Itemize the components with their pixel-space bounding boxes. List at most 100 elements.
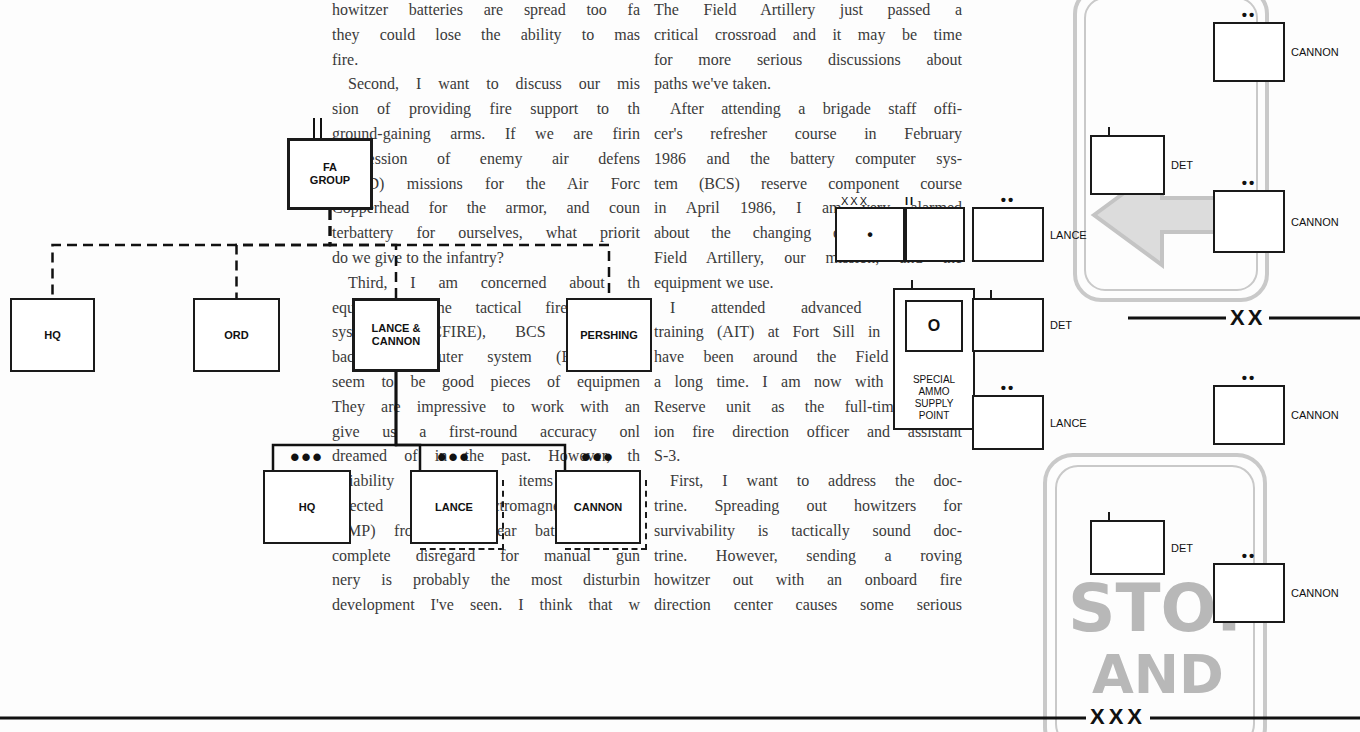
corps-boundary bbox=[0, 717, 1360, 720]
article-text: howitzer out with an onboard fire bbox=[654, 570, 962, 590]
box-content: LANCE & CANNON bbox=[355, 301, 437, 369]
command-line bbox=[237, 210, 331, 298]
unit-box: ••CANNON bbox=[1213, 563, 1285, 623]
company-tick bbox=[1108, 127, 1110, 137]
unit-box: ••LANCE bbox=[972, 207, 1044, 262]
echelon-symbol: •• bbox=[1205, 548, 1293, 563]
unit-box: DET bbox=[972, 298, 1044, 352]
unit-label: LANCE bbox=[1050, 416, 1087, 429]
box-content: HQ bbox=[265, 472, 349, 542]
article-text: suppression of enemy air defens bbox=[332, 149, 640, 169]
unit-label: PERSHING bbox=[580, 329, 637, 342]
article-text: direction center causes some serious bbox=[654, 595, 962, 615]
echelon-symbol: •• bbox=[1205, 175, 1293, 190]
unit-box: ••CANNON bbox=[1213, 22, 1285, 82]
echelon-symbol: •• bbox=[1205, 7, 1293, 22]
article-text: complete disregard for manual gun bbox=[332, 546, 640, 566]
unit-label: LANCE bbox=[435, 501, 473, 514]
article-text: for more serious discussions about bbox=[654, 50, 962, 70]
article-text: fire. bbox=[332, 50, 640, 70]
echelon-symbol: ••• bbox=[547, 444, 649, 470]
echelon-symbol: •• bbox=[964, 380, 1052, 395]
unit-label: CANNON bbox=[1291, 215, 1339, 228]
unit-label: HQ bbox=[299, 501, 316, 514]
unit-box: ••LANCE bbox=[972, 395, 1044, 450]
unit-box: XXX• bbox=[835, 207, 905, 262]
article-text: S-3. bbox=[654, 446, 962, 466]
unit-label: DET bbox=[1171, 541, 1193, 554]
article-text: ground-gaining arms. If we are firin bbox=[332, 124, 640, 144]
echelon-symbol: •• bbox=[1205, 370, 1293, 385]
article-text: howitzer batteries are spread too fa bbox=[332, 0, 640, 20]
unit-box: PERSHING bbox=[566, 298, 652, 372]
article-text: 1986 and the battery computer sys- bbox=[654, 149, 962, 169]
unit-box: SPECIAL AMMO SUPPLY POINT O bbox=[893, 288, 975, 430]
box-content: LANCE bbox=[412, 472, 496, 542]
echelon-symbol: ••• bbox=[255, 444, 359, 470]
unit-box: •••HQ bbox=[263, 470, 351, 544]
unit-box: ••CANNON bbox=[1213, 190, 1285, 253]
echelon-symbol: XXX bbox=[841, 196, 869, 207]
company-tick bbox=[911, 280, 913, 290]
article-text: they could lose the ability to mas bbox=[332, 25, 640, 45]
unit-label: CANNON bbox=[1291, 587, 1339, 600]
sign-lettering: AND bbox=[1092, 648, 1224, 702]
unit-symbol: • bbox=[867, 228, 873, 241]
company-tick bbox=[990, 290, 992, 300]
box-content: CANNON bbox=[557, 472, 639, 542]
box-content: HQ bbox=[12, 300, 93, 370]
article-text: tem (BCS) reserve component course bbox=[654, 174, 962, 194]
article-text: (SEAD) missions for the Air Forc bbox=[332, 174, 640, 194]
article-text: sion of providing fire support to th bbox=[332, 99, 640, 119]
unit-box: DET bbox=[1090, 520, 1165, 575]
article-text: They are impressive to work with an bbox=[332, 397, 640, 417]
article-text: First, I want to address the doc- bbox=[670, 471, 962, 491]
echelon-symbol: ••• bbox=[402, 444, 506, 470]
supply-point-label: SPECIAL AMMO SUPPLY POINT bbox=[904, 374, 964, 422]
boundary-symbol: XX bbox=[1226, 307, 1269, 329]
article-text: nery is probably the most disturbin bbox=[332, 570, 640, 590]
article-text: The Field Artillery just passed a bbox=[654, 0, 962, 20]
fa-group-stub bbox=[314, 118, 321, 139]
box-content: • bbox=[837, 209, 903, 260]
unit-label: FA GROUP bbox=[305, 161, 355, 187]
article-text: survivability is tactically sound doc- bbox=[654, 521, 962, 541]
command-line bbox=[53, 210, 331, 298]
boundary-symbol: XXX bbox=[1086, 706, 1150, 728]
article-text: terbattery for ourselves, what priorit bbox=[332, 223, 640, 243]
unit-box: II bbox=[905, 207, 965, 262]
article-text: Second, I want to discuss our mis bbox=[348, 74, 640, 94]
article-text: development I've seen. I think that w bbox=[332, 595, 640, 615]
article-text: trine. Spreading out howitzers for bbox=[654, 496, 962, 516]
unit-label: LANCE & CANNON bbox=[367, 322, 425, 348]
company-tick bbox=[1108, 512, 1110, 522]
article-text: After attending a brigade staff offi- bbox=[670, 99, 962, 119]
unit-label: DET bbox=[1171, 159, 1193, 172]
article-text: give us a first-round accuracy onl bbox=[332, 422, 640, 442]
box-content: FA GROUP bbox=[290, 141, 370, 207]
unit-label: ORD bbox=[224, 329, 248, 342]
unit-box: •••LANCE bbox=[410, 470, 498, 544]
unit-box: LANCE & CANNON bbox=[352, 298, 440, 372]
dashed-shadow bbox=[420, 480, 504, 550]
unit-box: FA GROUP bbox=[287, 138, 373, 210]
unit-box: ORD bbox=[193, 298, 280, 372]
article-text: trine. However, sending a roving bbox=[654, 546, 962, 566]
unit-box: •••CANNON bbox=[555, 470, 641, 544]
article-text: Copperhead for the armor, and coun bbox=[332, 198, 640, 218]
unit-box: HQ bbox=[10, 298, 95, 372]
echelon-symbol: II bbox=[905, 196, 915, 207]
article-text: critical crossroad and it may be time bbox=[654, 25, 962, 45]
box-content: PERSHING bbox=[568, 300, 650, 370]
unit-label: HQ bbox=[44, 329, 61, 342]
unit-box: O bbox=[905, 300, 963, 352]
article-text: do we give to the infantry? bbox=[332, 248, 640, 268]
article-text: paths we've taken. bbox=[654, 74, 962, 94]
dashed-shadow bbox=[565, 480, 647, 550]
unit-label: O bbox=[928, 317, 940, 335]
unit-label: DET bbox=[1050, 319, 1072, 332]
article-text: seem to be good pieces of equipmen bbox=[332, 372, 640, 392]
echelon-symbol: •• bbox=[964, 192, 1052, 207]
unit-label: LANCE bbox=[1050, 228, 1087, 241]
